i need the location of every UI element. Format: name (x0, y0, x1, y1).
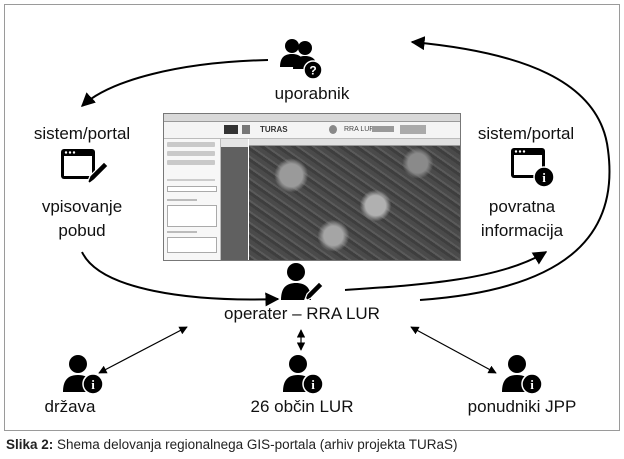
municipalities-label: 26 občin LUR (250, 397, 354, 416)
aerial-map (249, 139, 460, 260)
layers-panel-header (221, 139, 248, 147)
user-info-icon-municipalities: i (283, 355, 324, 395)
portal-sidebar (164, 139, 221, 260)
svg-text:i: i (542, 170, 546, 185)
providers-label: ponudniki JPP (467, 397, 577, 416)
svg-text:i: i (311, 377, 315, 392)
operator-label: operater – RRA LUR (224, 304, 380, 323)
right-portal-title: sistem/portal (477, 124, 575, 143)
svg-text:i: i (91, 377, 95, 392)
arrow-operator-state (98, 326, 188, 374)
map-toolbar (249, 139, 460, 146)
svg-text:?: ? (309, 64, 316, 78)
arrow-operator-to-right-portal (344, 251, 548, 291)
user-info-icon-state: i (63, 355, 104, 395)
right-portal-action: povratna informacija (480, 197, 564, 240)
left-portal-action: vpisovanje pobud (41, 197, 123, 240)
left-portal-title: sistem/portal (33, 124, 131, 143)
browser-edit-icon (61, 149, 109, 188)
arrow-user-to-left-portal (80, 59, 269, 107)
browser-toolbar (164, 114, 460, 122)
caption-text: Shema delovanja regionalnega GIS-portala… (53, 437, 458, 452)
user-info-icon-providers: i (502, 355, 543, 395)
browser-info-icon: i (511, 148, 555, 188)
user-label: uporabnik (274, 84, 350, 103)
arrow-operator-providers (410, 326, 497, 374)
portal-screenshot: TURAS RRA LUR (163, 113, 461, 261)
user-question-icon: ? (280, 39, 323, 80)
turas-logo-text: TURAS (260, 125, 288, 134)
portal-header: TURAS RRA LUR (164, 122, 460, 139)
svg-text:i: i (530, 377, 534, 392)
layers-panel (221, 139, 248, 260)
state-label: država (44, 397, 96, 416)
arrow-operator-to-user (410, 36, 611, 301)
arrow-left-portal-to-operator (81, 251, 280, 307)
rra-logo-text: RRA LUR (344, 126, 375, 133)
caption-label: Slika 2: (6, 437, 54, 452)
user-edit-icon (281, 263, 324, 304)
figure-caption: Slika 2: Shema delovanja regionalnega GI… (6, 436, 458, 454)
